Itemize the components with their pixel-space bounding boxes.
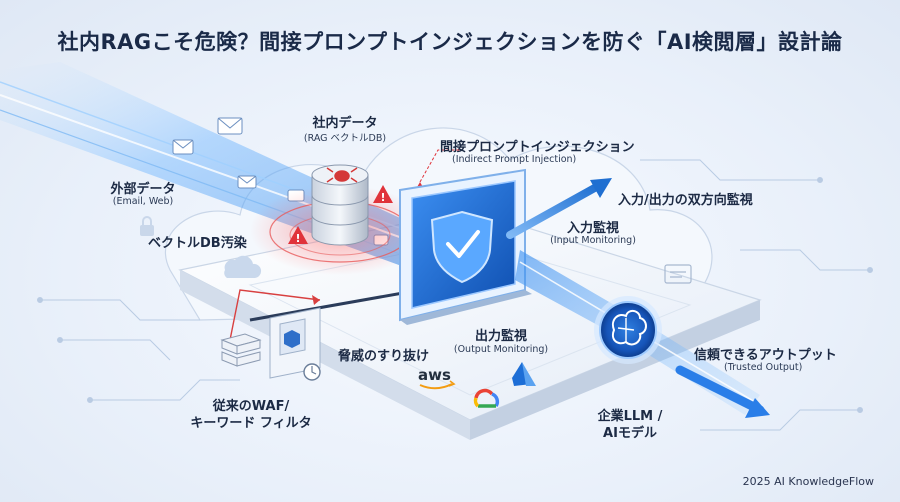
vector-db-poison-label: ベクトルDB汚染 [148,236,247,251]
bidirectional-arrow [506,178,612,239]
svg-text:!: ! [295,232,300,245]
aws-logo-text: aws [418,366,451,384]
page-title: 社内RAGこそ危険？間接プロンプトインジェクションを防ぐ「AI検閲層」設計論 [57,30,843,54]
server-icon [220,333,262,367]
arrow-icon [675,365,770,418]
bug-icon [326,167,358,183]
legacy-waf-label-line1: 従来のWAF/ [212,399,290,414]
indirect-injection-label: 間接プロンプトインジェクション [440,140,635,155]
internal-data-label: 社内データ [312,116,378,131]
svg-text:!: ! [380,191,385,204]
indirect-injection-sublabel: (Indirect Prompt Injection) [452,154,577,165]
legacy-waf-label-line2: キーワード フィルタ [190,416,312,431]
output-monitoring-sublabel: (Output Monitoring) [453,344,549,355]
input-monitoring-sublabel: (Input Monitoring) [550,235,636,246]
input-monitoring-label: 入力監視 [566,221,619,236]
brain-icon [594,296,662,364]
external-data-sublabel: (Email, Web) [112,196,174,207]
footer-credit: 2025 AI KnowledgeFlow [742,475,874,488]
document-icon [664,264,692,284]
external-data-label: 外部データ [110,182,176,197]
legacy-filter-card [269,307,321,381]
lock-icon [140,216,154,236]
enterprise-llm-label-line2: AIモデル [603,426,657,441]
trusted-output-sublabel: (Trusted Output) [724,362,803,373]
trusted-output-label: 信頼できるアウトプット [694,348,837,363]
cloud-icon [224,255,262,278]
circuit-lines [37,159,873,431]
bidirectional-monitoring-label: 入力/出力の双方向監視 [618,193,753,208]
internal-data-sublabel: (RAG ベクトルDB) [303,133,387,144]
output-monitoring-label: 出力監視 [474,329,527,344]
enterprise-llm-label-line1: 企業LLM / [597,409,663,424]
shield-check-icon [430,210,494,284]
threat-bypass-label: 脅威のすり抜け [338,349,430,364]
aws-logo [419,380,456,390]
azure-logo [512,362,536,386]
google-cloud-logo [473,388,500,408]
injection-leader [419,149,460,183]
